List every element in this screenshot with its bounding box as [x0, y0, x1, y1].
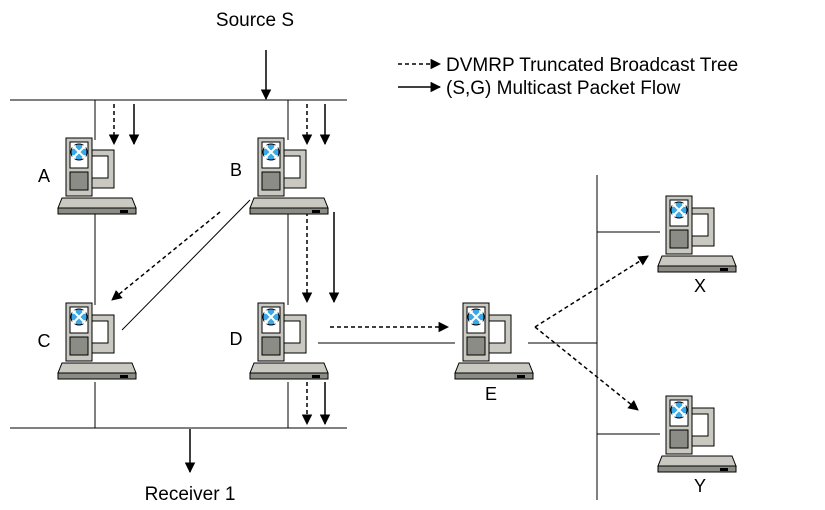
- router-y-icon: [657, 395, 737, 473]
- router-x-label: X: [694, 276, 706, 296]
- router-d-label: D: [230, 329, 243, 349]
- router-b-icon: [249, 137, 329, 215]
- dashed-arrow-b-c: [111, 211, 221, 301]
- router-e-label: E: [485, 384, 497, 404]
- router-d-icon: [249, 302, 329, 380]
- router-c-label: C: [38, 331, 51, 351]
- source-label: Source S: [216, 10, 294, 31]
- dashed-arrow-e-x: [534, 255, 649, 328]
- router-a-label: A: [38, 166, 50, 186]
- router-b-label: B: [230, 160, 242, 180]
- legend-dashed-label: DVMRP Truncated Broadcast Tree: [446, 55, 738, 76]
- receiver-label: Receiver 1: [145, 484, 236, 505]
- legend-solid-label: (S,G) Multicast Packet Flow: [446, 78, 681, 99]
- router-e-icon: [454, 302, 534, 380]
- dashed-arrow-e-y: [534, 326, 639, 411]
- router-c-icon: [57, 302, 137, 380]
- router-y-label: Y: [694, 476, 706, 496]
- legend: DVMRP Truncated Broadcast Tree (S,G) Mul…: [398, 55, 738, 99]
- router-a-icon: [57, 137, 137, 215]
- link-b-c: [121, 199, 251, 331]
- router-x-icon: [657, 195, 737, 273]
